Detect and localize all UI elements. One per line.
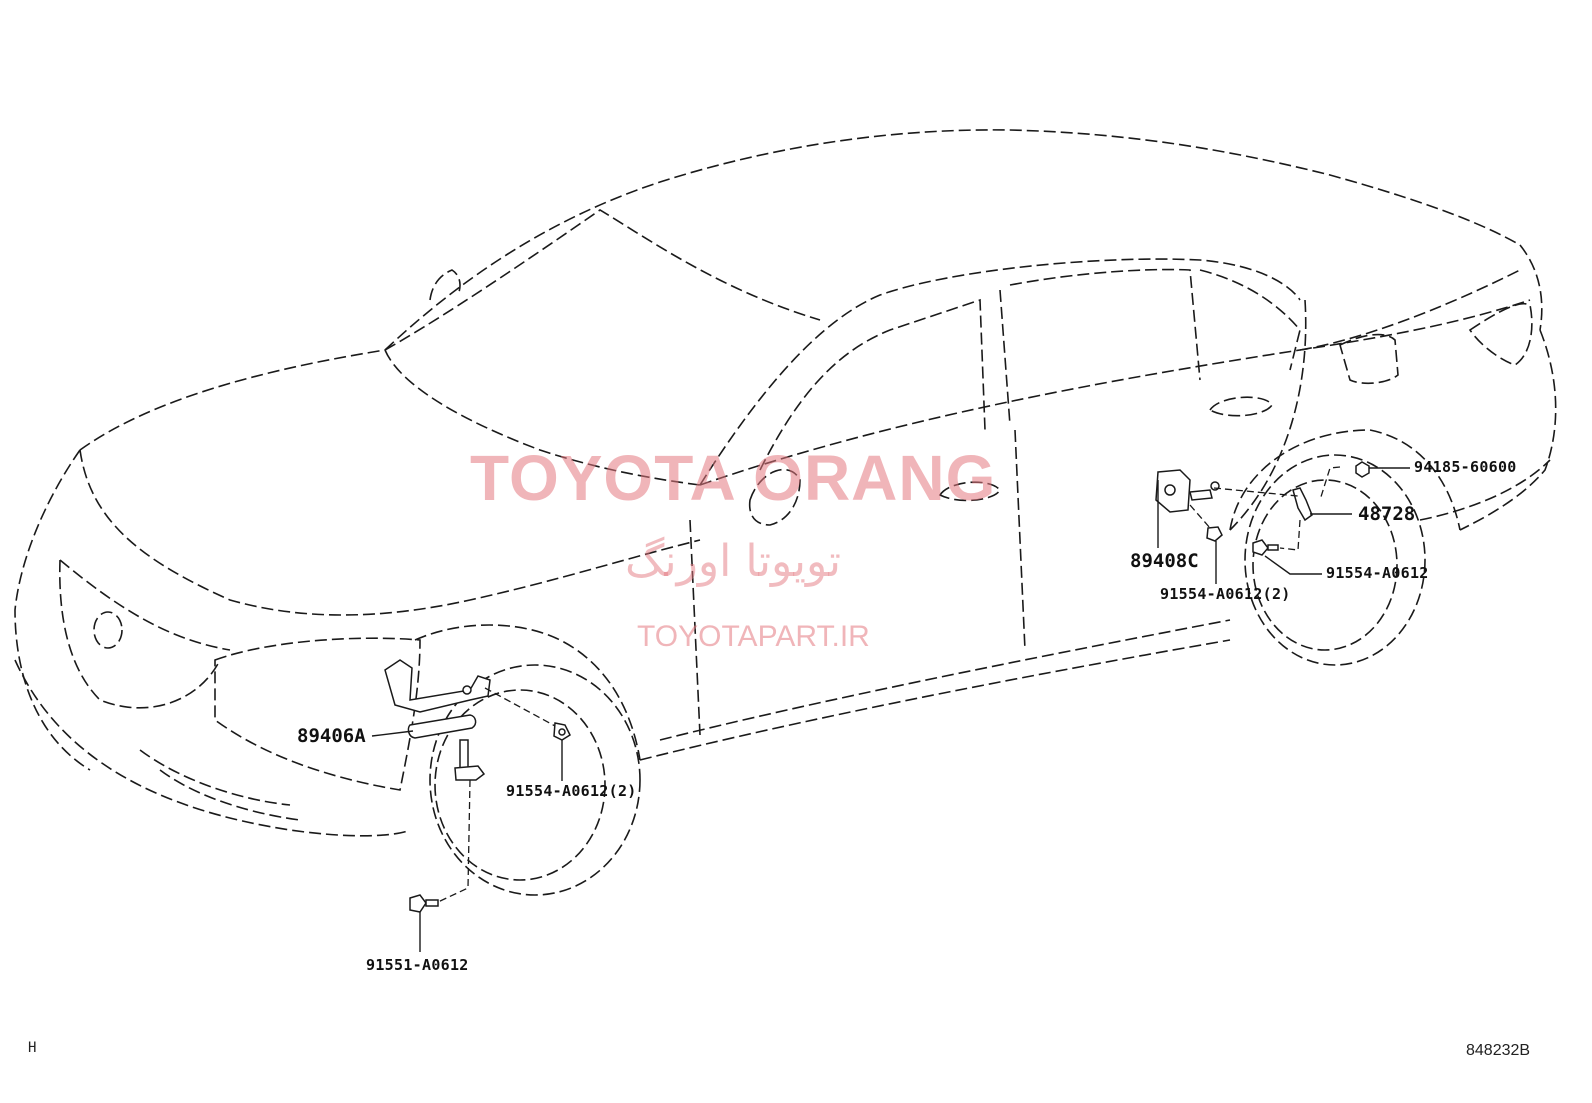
part-label-94185: 94185-60600 xyxy=(1414,458,1517,476)
corner-code-left: H xyxy=(28,1040,37,1056)
leader-lines xyxy=(371,467,1410,952)
rear-bolt-single-drawing xyxy=(1252,539,1279,556)
lower-bolt-91551-drawing xyxy=(409,894,439,913)
link-48728-drawing xyxy=(1292,487,1313,522)
assembly-guides xyxy=(437,466,1341,903)
sensor-89408C-drawing xyxy=(1155,469,1220,513)
part-label-91554-rear-single: 91554-A0612 xyxy=(1326,564,1429,582)
part-label-89406A: 89406A xyxy=(297,725,366,747)
sensor-89406A-drawing xyxy=(384,659,491,781)
part-label-91554-rear-pair: 91554-A0612(2) xyxy=(1160,585,1291,603)
nut-94185-drawing xyxy=(1355,461,1370,478)
part-label-89408C: 89408C xyxy=(1130,550,1199,572)
car-body-outline xyxy=(14,129,1557,896)
part-label-91551: 91551-A0612 xyxy=(366,956,469,974)
part-label-91554-front-pair: 91554-A0612(2) xyxy=(506,782,637,800)
diagram-reference-code: 848232B xyxy=(1466,1042,1531,1059)
part-label-48728: 48728 xyxy=(1358,503,1416,525)
rear-bolt-pair-drawing xyxy=(1206,526,1223,542)
front-bolt-91554-drawing xyxy=(553,722,571,741)
